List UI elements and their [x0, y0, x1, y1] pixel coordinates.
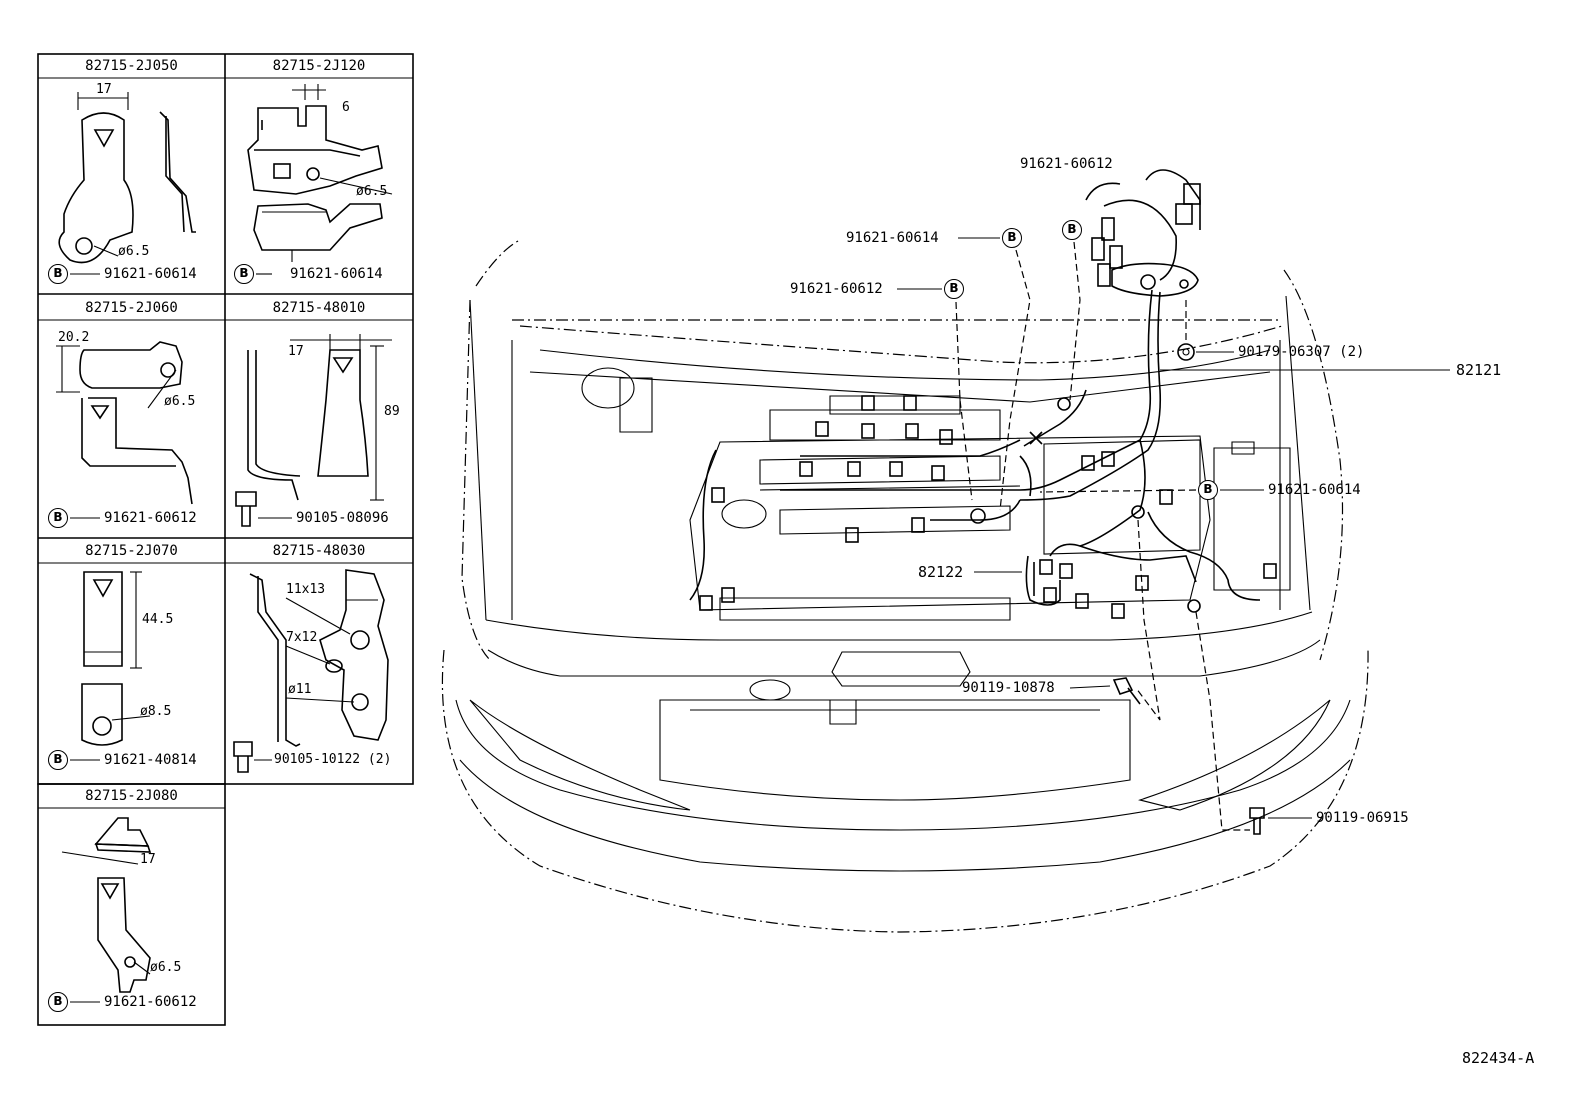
dim-label: 7x12	[286, 630, 318, 645]
callout-harness-sub[interactable]: 82122	[918, 563, 964, 581]
dim-label: 89	[384, 404, 400, 419]
bracket-2j050-drawing	[58, 92, 196, 264]
b-symbol: B	[234, 264, 254, 284]
dim-label: 17	[288, 344, 304, 359]
bracket-2j120-drawing	[247, 84, 383, 262]
callout-harness-main[interactable]: 82121	[1456, 361, 1502, 379]
dim-label: 17	[140, 852, 156, 867]
inset-header-2j050: 82715-2J050	[85, 58, 178, 74]
dim-label: 6	[342, 100, 350, 115]
dim-label: 17	[96, 82, 112, 97]
wire-harness	[689, 169, 1261, 613]
bracket-48030-drawing	[233, 569, 389, 773]
part-number-label[interactable]: 91621-60612	[104, 510, 197, 526]
vehicle-body-outline	[441, 239, 1369, 933]
inset-header-2j070: 82715-2J070	[85, 543, 178, 559]
b-symbol: B	[1062, 220, 1082, 240]
b-symbol: B	[48, 508, 68, 528]
dim-label: 44.5	[142, 612, 174, 627]
part-number-label[interactable]: 91621-60614	[290, 266, 383, 282]
dim-label: ø6.5	[150, 960, 182, 975]
inset-table-grid	[37, 53, 414, 1026]
callout-clip[interactable]: 90179-06307 (2)	[1238, 344, 1365, 360]
inset-header-2j060: 82715-2J060	[85, 300, 178, 316]
b-symbol: B	[944, 279, 964, 299]
inset-header-2j120: 82715-2J120	[272, 58, 366, 74]
bracket-2j080-drawing	[61, 817, 152, 993]
b-symbol: B	[48, 750, 68, 770]
bracket-2j060-drawing	[56, 341, 193, 505]
dim-label: ø8.5	[140, 704, 172, 719]
callout-left-b-lower[interactable]: 91621-60612	[790, 281, 883, 297]
dim-label: ø11	[288, 682, 312, 697]
dim-label: 11x13	[286, 582, 326, 597]
dim-label: 20.2	[58, 330, 90, 345]
callout-left-b-upper[interactable]: 91621-60614	[846, 230, 939, 246]
part-number-label[interactable]: 91621-60612	[104, 994, 197, 1010]
part-number-label[interactable]: 90105-08096	[296, 510, 389, 526]
callout-top-b[interactable]: 91621-60612	[1020, 156, 1113, 172]
bracket-48010-drawing	[235, 334, 392, 527]
part-number-label[interactable]: 91621-40814	[104, 752, 197, 768]
b-symbol: B	[48, 264, 68, 284]
callout-bolt-right[interactable]: 90119-06915	[1316, 810, 1409, 826]
part-number-label[interactable]: 91621-60614	[104, 266, 197, 282]
inset-header-48030: 82715-48030	[272, 543, 366, 559]
dim-label: ø6.5	[164, 394, 196, 409]
inset-header-2j080: 82715-2J080	[85, 788, 178, 804]
small-bolt-icons	[1112, 343, 1265, 835]
bracket-2j070-drawing	[81, 571, 142, 746]
b-symbol: B	[1198, 480, 1218, 500]
engine-components	[581, 367, 1291, 621]
dim-label: ø6.5	[118, 244, 150, 259]
dim-label: ø6.5	[356, 184, 388, 199]
b-symbol: B	[1002, 228, 1022, 248]
leader-lines	[70, 177, 1450, 1003]
b-symbol: B	[48, 992, 68, 1012]
figure-code: 822434-A	[1462, 1049, 1535, 1067]
inset-header-48010: 82715-48010	[272, 300, 366, 316]
callout-right-b[interactable]: 91621-60614	[1268, 482, 1361, 498]
part-number-label[interactable]: 90105-10122 (2)	[274, 752, 392, 767]
callout-bolt-center[interactable]: 90119-10878	[962, 680, 1055, 696]
